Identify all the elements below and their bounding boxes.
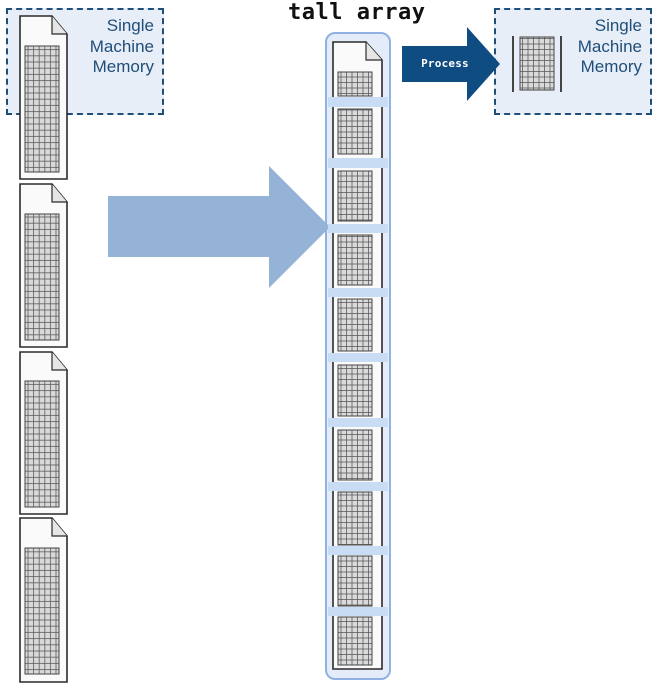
file-doc-2 bbox=[19, 183, 68, 348]
file-doc-4 bbox=[19, 517, 68, 683]
tall-array-chunk bbox=[337, 108, 373, 155]
tall-array-chunk bbox=[337, 71, 373, 97]
memory-label-right: Single Machine Memory bbox=[577, 16, 642, 76]
tall-array-chunk bbox=[337, 170, 373, 222]
tall-array-chunk bbox=[337, 364, 373, 417]
process-arrow bbox=[402, 27, 500, 101]
tall-array-chunk bbox=[337, 234, 373, 286]
tall-array-chunks bbox=[337, 71, 373, 666]
big-arrow bbox=[108, 166, 330, 288]
file-doc-1 bbox=[19, 15, 68, 180]
tall-array-title: tall array bbox=[288, 0, 426, 25]
file-doc-3 bbox=[19, 351, 68, 515]
processed-array-icon bbox=[512, 36, 562, 92]
process-label: Process bbox=[421, 57, 469, 70]
tall-array-separators bbox=[328, 97, 388, 616]
tall-array-chunk bbox=[337, 555, 373, 607]
tall-array-chunk bbox=[337, 491, 373, 546]
tall-array-chunk bbox=[337, 429, 373, 481]
tall-array-chunk bbox=[337, 616, 373, 666]
tall-array-chunk bbox=[337, 298, 373, 352]
memory-label-left: Single Machine Memory bbox=[89, 16, 154, 76]
